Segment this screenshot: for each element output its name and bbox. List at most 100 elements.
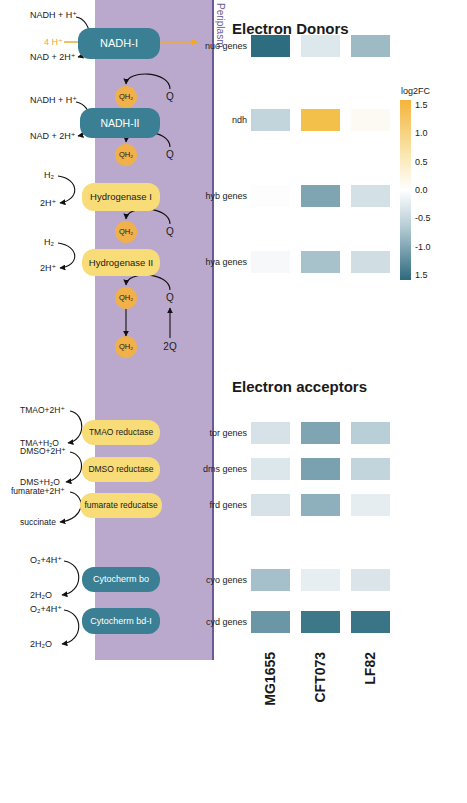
reaction-label: DMS+H₂O xyxy=(20,478,60,487)
membrane-edge xyxy=(212,0,214,660)
reaction-label: 2H⁺ xyxy=(40,199,56,208)
complex-box: NADH-II xyxy=(80,108,160,138)
quinone-label: 2Q xyxy=(163,342,176,352)
heatmap-cell xyxy=(251,251,290,273)
heatmap-cell xyxy=(251,422,290,444)
heatmap-cell xyxy=(351,569,390,591)
reaction-label: O₂+4H⁺ xyxy=(30,556,62,565)
colorbar-tick: 0.5 xyxy=(415,158,428,167)
reaction-arrow xyxy=(66,452,82,482)
heatmap xyxy=(251,35,390,633)
gene-label: dms genes xyxy=(203,465,247,474)
heatmap-cell xyxy=(251,458,290,480)
reaction-label: H₂ xyxy=(44,238,54,247)
node-label: QH₂ xyxy=(119,228,133,236)
quinone-circle: QH₂ xyxy=(115,144,137,166)
colorbar-title: log2FC xyxy=(401,87,430,96)
quinone-circle: QH₂ xyxy=(115,287,137,309)
strain-label: CFT073 xyxy=(313,652,327,703)
reaction-label: H₂ xyxy=(44,171,54,180)
quinone-label: Q xyxy=(166,227,174,237)
reaction-arrow xyxy=(58,176,75,203)
node-label: DMSO reductase xyxy=(88,465,153,474)
proton-label: 4 H⁺ xyxy=(44,38,63,47)
reaction-label: fumarate+2H⁺ xyxy=(11,487,65,496)
node-label: Hydrogenase I xyxy=(90,192,152,202)
node-label: QH₂ xyxy=(119,151,133,159)
heatmap-cell xyxy=(251,35,290,57)
reaction-label: 2H₂O xyxy=(30,640,52,649)
heatmap-cell xyxy=(251,494,290,516)
node-label: QH₂ xyxy=(119,343,133,351)
node-label: Hydrogenase II xyxy=(89,258,153,268)
node-label: TMAO reductase xyxy=(89,428,153,437)
complex-box: Cytocherm bo xyxy=(82,567,160,592)
reaction-label: TMAO+2H⁺ xyxy=(20,406,65,415)
section-heading: Electron acceptors xyxy=(232,379,367,394)
heatmap-cell xyxy=(351,422,390,444)
reaction-label: NAD + 2H⁺ xyxy=(30,53,76,62)
reaction-label: O₂+4H⁺ xyxy=(30,605,62,614)
heatmap-cell xyxy=(251,185,290,207)
reaction-label: DMSO+2H⁺ xyxy=(20,447,66,456)
heatmap-cell xyxy=(301,611,340,633)
quinone-cycle-arrow xyxy=(126,209,170,224)
strain-label: MG1655 xyxy=(263,652,277,706)
gene-label: nuo genes xyxy=(205,42,247,51)
heatmap-cell xyxy=(301,494,340,516)
enzyme-box: fumarate reducatse xyxy=(80,493,162,518)
node-label: Cytocherm bd-I xyxy=(90,617,152,626)
node-label: fumarate reducatse xyxy=(84,501,157,510)
complex-box: NADH-I xyxy=(78,28,160,59)
section-heading: Electron Donors xyxy=(232,21,349,36)
reaction-label: NADH + H⁺ xyxy=(30,11,77,20)
heatmap-cell xyxy=(351,494,390,516)
colorbar-tick: -0.5 xyxy=(415,214,431,223)
heatmap-cell xyxy=(301,109,340,131)
node-label: QH₂ xyxy=(119,294,133,302)
reaction-label: 2H₂O xyxy=(30,591,52,600)
quinone-circle: QH₂ xyxy=(115,221,137,243)
colorbar-tick: -1.0 xyxy=(415,243,431,252)
gene-label: cyd genes xyxy=(206,618,247,627)
reaction-arrow xyxy=(60,492,81,522)
colorbar-tick: 1.0 xyxy=(415,129,428,138)
quinone-circle: QH₂ xyxy=(115,86,137,108)
colorbar-tick: 1.5 xyxy=(415,101,428,110)
heatmap-cell xyxy=(301,422,340,444)
membrane-band xyxy=(95,0,213,660)
heatmap-cell xyxy=(351,185,390,207)
heatmap-cell xyxy=(251,611,290,633)
quinone-label: Q xyxy=(166,293,174,303)
reaction-arrow xyxy=(62,561,79,595)
enzyme-box: Hydrogenase II xyxy=(82,249,160,276)
quinone-label: Q xyxy=(166,92,174,102)
gene-label: hya genes xyxy=(205,258,247,267)
gene-label: cyo genes xyxy=(206,576,247,585)
quinone-circle: QH₂ xyxy=(115,336,137,358)
gene-label: tor genes xyxy=(209,429,247,438)
heatmap-cell xyxy=(351,611,390,633)
quinone-label: Q xyxy=(166,150,174,160)
heatmap-cell xyxy=(351,35,390,57)
node-label: QH₂ xyxy=(119,93,133,101)
heatmap-cell xyxy=(301,251,340,273)
gene-label: ndh xyxy=(232,116,247,125)
node-label: Cytocherm bo xyxy=(93,575,149,584)
node-label: NADH-II xyxy=(100,118,139,129)
heatmap-cell xyxy=(351,458,390,480)
complex-box: Cytocherm bd-I xyxy=(82,608,160,634)
enzyme-box: TMAO reductase xyxy=(82,420,160,445)
colorbar xyxy=(400,100,411,280)
reaction-arrow xyxy=(58,243,75,268)
heatmap-cell xyxy=(301,185,340,207)
reaction-arrow xyxy=(62,610,79,644)
reaction-label: succinate xyxy=(20,518,56,527)
colorbar-tick: 0.0 xyxy=(415,186,428,195)
connector-arrow xyxy=(125,309,126,336)
colorbar-tick: 1.5 xyxy=(415,271,428,280)
node-label: NADH-I xyxy=(100,38,138,49)
